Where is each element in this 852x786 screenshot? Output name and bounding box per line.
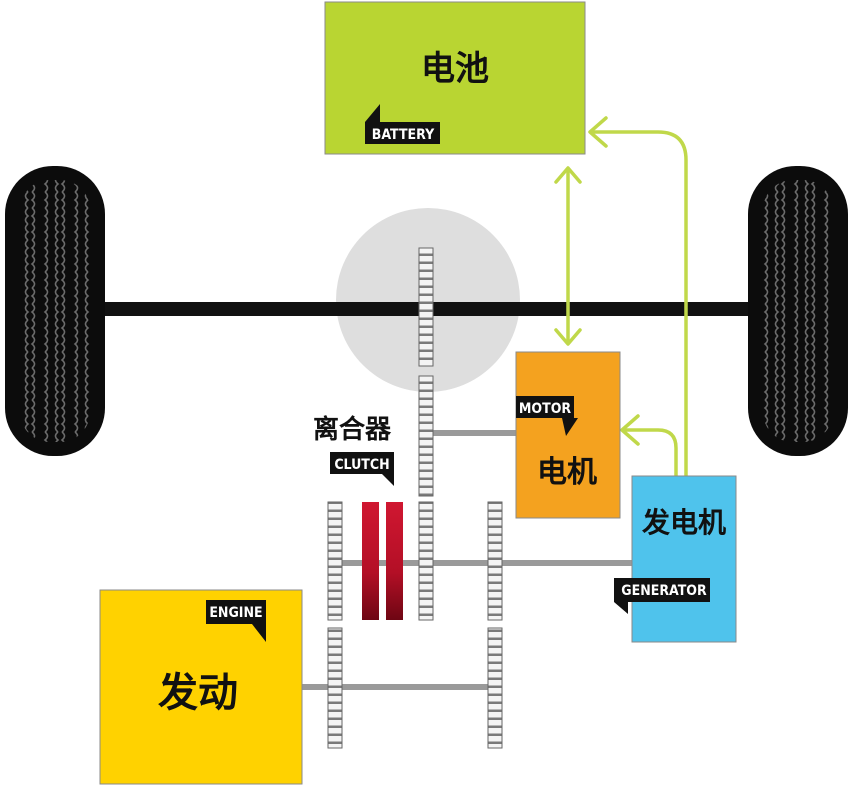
generator-tag: GENERATOR xyxy=(614,578,710,614)
motor-tag: MOTOR xyxy=(516,396,578,436)
arrow-icon xyxy=(554,328,582,346)
engine-box: ENGINE 发动 xyxy=(99,589,303,785)
generator-tag-text: GENERATOR xyxy=(621,583,707,599)
arrow-icon xyxy=(554,166,582,184)
gear-icon xyxy=(487,627,503,749)
engine-tag: ENGINE xyxy=(206,600,266,642)
left-tire xyxy=(5,166,105,456)
motor-shaft xyxy=(432,430,518,436)
motor-label: 电机 xyxy=(537,455,597,490)
generator-box: 发电机 GENERATOR xyxy=(614,475,737,643)
energy-arrows xyxy=(554,116,688,478)
battery-box: 电池 BATTERY xyxy=(324,1,586,155)
gear-icon xyxy=(418,501,434,621)
engine-label: 发动 xyxy=(158,670,238,716)
clutch-plate xyxy=(386,502,403,620)
clutch-plate xyxy=(362,502,379,620)
arrow-icon xyxy=(622,428,678,478)
motor-tag-text: MOTOR xyxy=(519,401,572,417)
battery-label: 电池 xyxy=(421,49,489,89)
gear-icon xyxy=(418,247,434,367)
gear-icon xyxy=(418,375,434,497)
engine-shaft xyxy=(300,684,500,690)
generator-label: 发电机 xyxy=(641,506,726,539)
battery-tag: BATTERY xyxy=(365,104,440,144)
gear-icon xyxy=(327,501,343,621)
arrow-icon xyxy=(588,116,608,148)
clutch-label: 离合器 xyxy=(313,414,392,445)
clutch-tag-text: CLUTCH xyxy=(334,457,389,473)
engine-tag-text: ENGINE xyxy=(209,605,262,621)
clutch-callout: 离合器 CLUTCH xyxy=(313,414,394,486)
arrow-icon xyxy=(620,414,640,446)
battery-tag-text: BATTERY xyxy=(372,127,435,143)
arrow-icon xyxy=(590,130,688,478)
motor-box: MOTOR 电机 xyxy=(515,351,621,519)
clutch-tag xyxy=(330,452,394,486)
right-tire xyxy=(748,166,848,456)
gear-icon xyxy=(327,627,343,749)
gear-icon xyxy=(487,501,503,621)
